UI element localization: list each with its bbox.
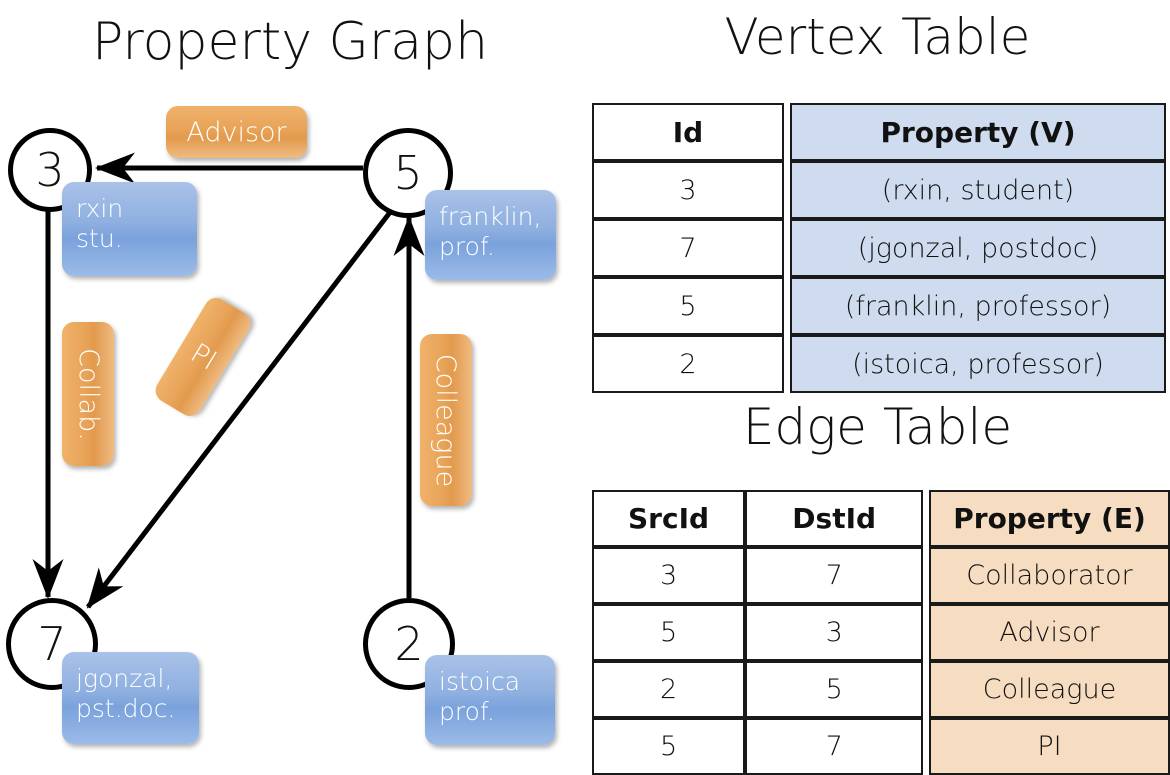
vertex-property-cell: (jgonzal, postdoc)	[790, 219, 1166, 277]
edge-label-advisor: Advisor	[166, 106, 307, 158]
edge-src-cell: 2	[592, 661, 746, 718]
edge-label-colleague-text: Colleague	[430, 353, 462, 487]
vertex-table-header-property: Property (V)	[790, 103, 1166, 161]
edge-property-cell: Colleague	[928, 661, 1170, 718]
graph-node-5[interactable]: 5	[363, 128, 453, 218]
property-graph-diagram: 3 5 7 2 rxin stu. franklin, prof. jgonza…	[0, 0, 585, 760]
graph-node-2-label: 2	[394, 617, 424, 671]
graph-node-5-label: 5	[393, 146, 423, 200]
node-property-line-1: rxin	[76, 194, 124, 223]
node-property-box-franklin: franklin, prof.	[425, 190, 556, 280]
table-row: 3 (rxin, student)	[592, 161, 1166, 219]
table-row: 3 7 Collaborator	[592, 547, 1170, 604]
table-row: 5 (franklin, professor)	[592, 277, 1166, 335]
vertex-id-cell: 2	[592, 335, 784, 393]
edge-table-header-srcid: SrcId	[592, 490, 746, 547]
table-row: 2 (istoica, professor)	[592, 335, 1166, 393]
edge-src-cell: 3	[592, 547, 746, 604]
edge-dst-cell: 7	[745, 718, 924, 775]
page-title-property-graph: Property Graph	[91, 12, 489, 72]
vertex-id-cell: 5	[592, 277, 784, 335]
edge-label-colleague: Colleague	[420, 334, 472, 506]
edge-dst-cell: 7	[745, 547, 924, 604]
edge-src-cell: 5	[592, 604, 746, 661]
vertex-property-cell: (istoica, professor)	[790, 335, 1166, 393]
graph-node-3-label: 3	[35, 143, 65, 197]
edge-label-collab-text: Collab.	[72, 347, 104, 441]
node-property-line-2: stu.	[76, 224, 123, 253]
table-row: 5 7 PI	[592, 718, 1170, 775]
node-property-line-1: istoica	[439, 667, 521, 696]
vertex-table-header-row: Id Property (V)	[592, 103, 1166, 161]
node-property-line-1: jgonzal,	[76, 664, 173, 693]
edge-label-advisor-text: Advisor	[186, 116, 287, 148]
node-property-box-jgonzal: jgonzal, pst.doc.	[62, 652, 199, 744]
page-title-vertex-table: Vertex Table	[724, 8, 1031, 66]
vertex-table: Id Property (V) 3 (rxin, student) 7 (jgo…	[592, 103, 1166, 393]
edge-property-cell: Collaborator	[928, 547, 1170, 604]
page-title-edge-table: Edge Table	[742, 398, 1013, 456]
edge-table-header-row: SrcId DstId Property (E)	[592, 490, 1170, 547]
vertex-id-cell: 7	[592, 219, 784, 277]
table-row: 2 5 Colleague	[592, 661, 1170, 718]
edge-dst-cell: 5	[745, 661, 924, 718]
vertex-id-cell: 3	[592, 161, 784, 219]
edge-table: SrcId DstId Property (E) 3 7 Collaborato…	[592, 490, 1170, 775]
vertex-table-header-id: Id	[592, 103, 784, 161]
node-property-line-2: prof.	[439, 697, 495, 726]
node-property-box-istoica: istoica prof.	[425, 655, 555, 745]
node-property-line-2: prof.	[439, 232, 495, 261]
node-property-line-1: franklin,	[439, 202, 542, 231]
edge-table-header-dstid: DstId	[745, 490, 924, 547]
table-row: 5 3 Advisor	[592, 604, 1170, 661]
edge-label-collab: Collab.	[62, 322, 114, 466]
edge-property-cell: PI	[928, 718, 1170, 775]
node-property-line-2: pst.doc.	[76, 694, 176, 723]
edge-property-cell: Advisor	[928, 604, 1170, 661]
table-row: 7 (jgonzal, postdoc)	[592, 219, 1166, 277]
node-property-box-rxin: rxin stu.	[62, 182, 197, 276]
graph-node-7-label: 7	[37, 617, 67, 671]
graph-edge-arrows	[32, 152, 425, 609]
vertex-property-cell: (franklin, professor)	[790, 277, 1166, 335]
edge-arrow-5-to-7	[86, 209, 393, 609]
edge-src-cell: 5	[592, 718, 746, 775]
graph-node-2[interactable]: 2	[363, 598, 455, 690]
edge-table-header-property: Property (E)	[928, 490, 1170, 547]
vertex-property-cell: (rxin, student)	[790, 161, 1166, 219]
edge-label-pi-text: PI	[184, 337, 222, 377]
edge-dst-cell: 3	[745, 604, 924, 661]
